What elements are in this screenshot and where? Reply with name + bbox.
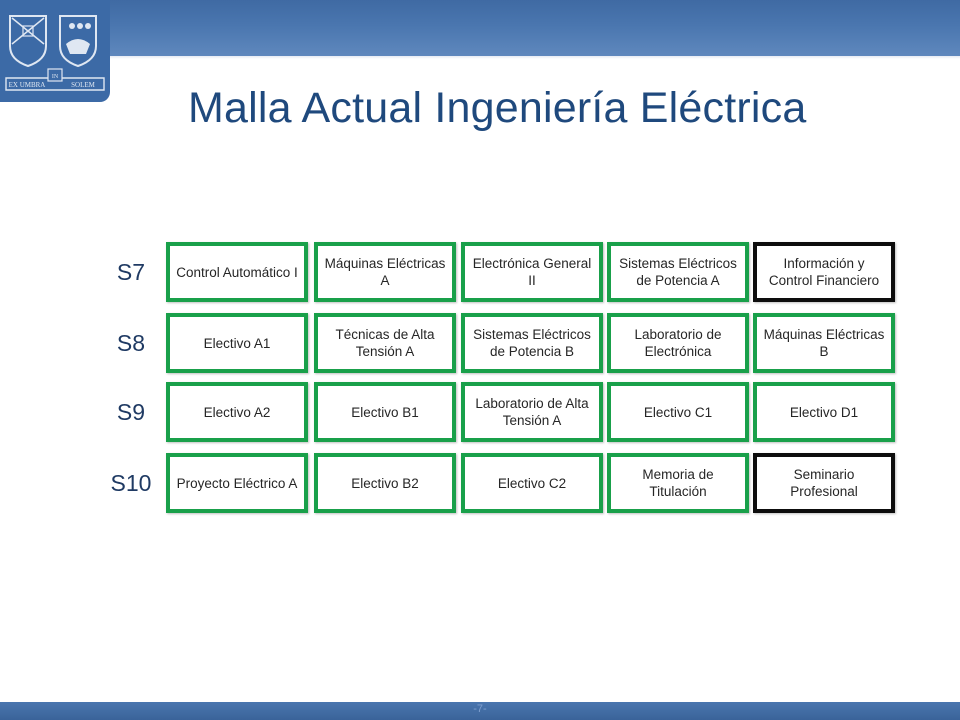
course-box-maquinas-electricas-b: Máquinas Eléctricas B: [753, 313, 895, 373]
course-box-sistemas-electricos-de-potencia-a: Sistemas Eléctricos de Potencia A: [607, 242, 749, 302]
course-name: Sistemas Eléctricos de Potencia A: [619, 256, 737, 288]
course-name: Electivo B1: [351, 404, 419, 420]
crest-icon: EX UMBRA IN SOLEM: [5, 15, 105, 91]
course-box-electivo-d1: Electivo D1: [753, 382, 895, 442]
course-box-electivo-c1: Electivo C1: [607, 382, 749, 442]
course-name: Técnicas de Alta Tensión A: [335, 327, 435, 359]
header-band: [0, 0, 960, 56]
course-box-laboratorio-de-alta-tension-a: Laboratorio de Alta Tensión A: [461, 382, 603, 442]
course-name: Electivo B2: [351, 475, 419, 491]
course-box-control-automatico-i: Control Automático I: [166, 242, 308, 302]
page-number: -7-: [473, 703, 487, 715]
course-box-maquinas-electricas-a: Máquinas Eléctricas A: [314, 242, 456, 302]
course-name: Electivo C1: [643, 404, 713, 420]
motto-left: EX UMBRA: [9, 81, 46, 89]
course-box-proyecto-electrico-a: Proyecto Eléctrico A: [166, 453, 308, 513]
course-name: Memoria de Titulación: [642, 467, 714, 499]
course-name: Máquinas Eléctricas B: [763, 327, 885, 359]
course-name: Laboratorio de Alta Tensión A: [475, 396, 589, 428]
university-logo: EX UMBRA IN SOLEM: [0, 0, 110, 102]
semester-label-s8: S8: [116, 330, 146, 356]
motto-center: IN: [52, 74, 59, 80]
course-name: Proyecto Eléctrico A: [176, 475, 298, 491]
course-box-tecnicas-de-alta-tension-a: Técnicas de Alta Tensión A: [314, 313, 456, 373]
semester-label-s7: S7: [116, 259, 146, 285]
motto-right: SOLEM: [71, 81, 96, 89]
course-name: Máquinas Eléctricas A: [324, 256, 446, 288]
course-name: Electivo D1: [789, 404, 859, 420]
course-name: Electivo A1: [203, 335, 271, 351]
slide-title: Malla Actual Ingeniería Eléctrica: [188, 84, 807, 132]
course-box-electivo-a2: Electivo A2: [166, 382, 308, 442]
course-box-electivo-a1: Electivo A1: [166, 313, 308, 373]
course-name: Laboratorio de Electrónica: [634, 327, 722, 359]
course-name: Información y Control Financiero: [768, 256, 880, 288]
footer-band: [0, 702, 960, 720]
course-name: Seminario Profesional: [790, 467, 858, 499]
course-box-electivo-c2: Electivo C2: [461, 453, 603, 513]
course-box-laboratorio-de-electronica: Laboratorio de Electrónica: [607, 313, 749, 373]
semester-label-s9: S9: [116, 399, 146, 425]
course-box-electivo-b2: Electivo B2: [314, 453, 456, 513]
course-name: Electivo C2: [497, 475, 567, 491]
course-name: Control Automático I: [176, 264, 298, 280]
course-box-informacion-y-control-financiero: Información y Control Financiero: [753, 242, 895, 302]
course-box-electronica-general-ii: Electrónica General II: [461, 242, 603, 302]
course-name: Sistemas Eléctricos de Potencia B: [473, 327, 591, 359]
course-box-electivo-b1: Electivo B1: [314, 382, 456, 442]
header-divider: [0, 56, 960, 59]
semester-label-s10: S10: [110, 470, 152, 496]
course-name: Electivo A2: [203, 404, 271, 420]
course-box-sistemas-electricos-de-potencia-b: Sistemas Eléctricos de Potencia B: [461, 313, 603, 373]
course-name: Electrónica General II: [472, 256, 592, 288]
course-box-seminario-profesional: Seminario Profesional: [753, 453, 895, 513]
course-box-memoria-de-titulacion: Memoria de Titulación: [607, 453, 749, 513]
